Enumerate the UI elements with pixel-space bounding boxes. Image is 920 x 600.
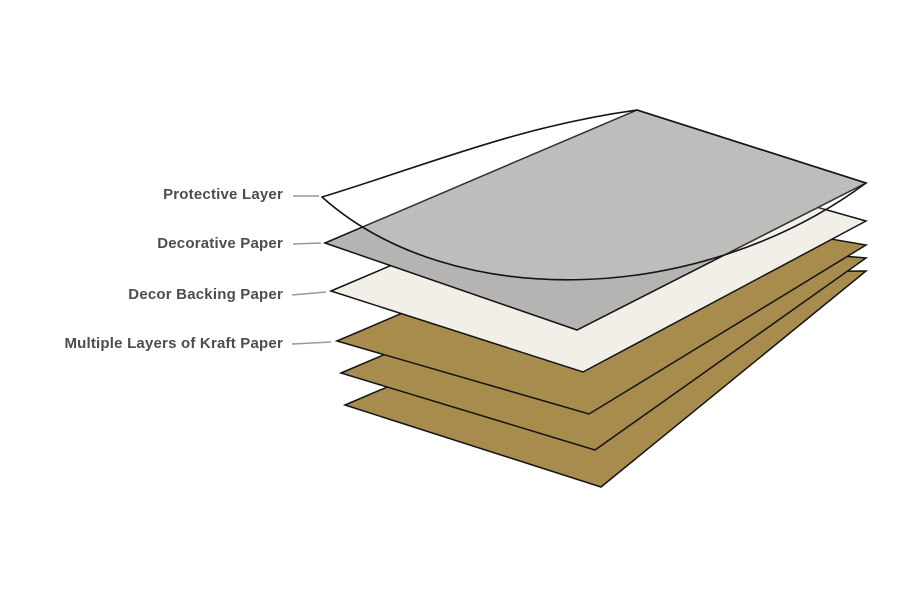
decorative-leader-line: [292, 242, 322, 245]
kraft-paper-label: Multiple Layers of Kraft Paper: [64, 335, 283, 352]
leader-lines: [291, 195, 332, 345]
decor-backing-paper-label: Decor Backing Paper: [128, 286, 283, 303]
protective-layer-label: Protective Layer: [163, 186, 283, 203]
kraft-leader-line: [291, 341, 332, 345]
decorative-paper-label: Decorative Paper: [157, 235, 283, 252]
protective-sheet: [321, 109, 867, 281]
backing-leader-line: [291, 291, 327, 296]
